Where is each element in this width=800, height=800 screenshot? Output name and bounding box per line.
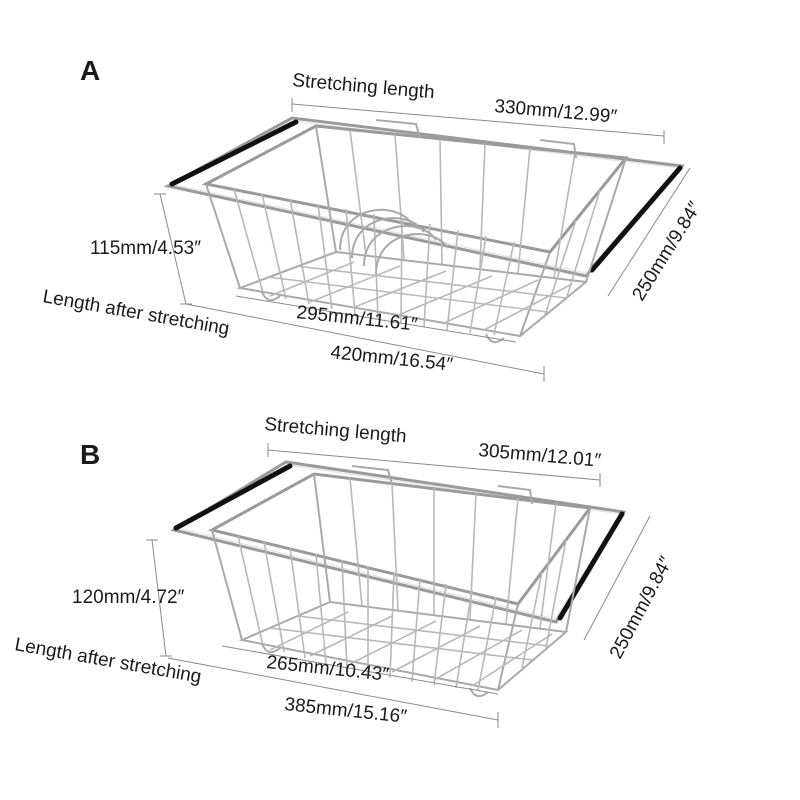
stretching-length-label: Stretching length (264, 414, 408, 447)
corner-post (313, 473, 331, 603)
basket-a-illustration (163, 116, 685, 344)
panel-letter: A (80, 55, 100, 86)
corner-post (211, 529, 243, 641)
bottom-grid (269, 611, 553, 687)
frame-hooks (351, 465, 533, 505)
panel-letter: B (80, 439, 100, 470)
height-dimension-line (151, 539, 167, 657)
corner-post (497, 603, 519, 691)
height-value: 120mm/4.72″ (72, 587, 185, 608)
front-wall-wires (233, 188, 515, 336)
panel-a: A Stretching length 330mm/12.99″ (41, 55, 706, 382)
extension-frame (170, 460, 627, 624)
basket-bottom (238, 600, 569, 692)
length-after-stretching-value: 420mm/16.54″ (329, 342, 454, 376)
corner-post (565, 507, 591, 633)
width-dimension-line (583, 515, 651, 641)
basket-feet (261, 643, 489, 698)
corner-post (205, 183, 241, 289)
right-handle-grip (589, 165, 683, 273)
back-wall-wires (349, 129, 576, 278)
length-after-stretching-label: Length after stretching (41, 286, 231, 340)
width-value: 250mm/9.84″ (606, 553, 677, 662)
width-dimension-line (607, 167, 691, 297)
corner-post (315, 125, 337, 253)
stretching-dimension-line (267, 449, 601, 481)
stretching-dimension-line (291, 103, 665, 137)
right-handle-grip (557, 511, 625, 621)
basket-b-illustration (170, 460, 627, 698)
stretching-length-value: 305mm/12.01″ (478, 440, 603, 472)
base-length-dimension-line (235, 295, 517, 343)
stretching-length-label: Stretching length (292, 70, 436, 103)
height-value: 115mm/4.53″ (90, 238, 201, 259)
bottom-grid (267, 261, 573, 331)
plate-rack-arches (339, 208, 449, 275)
panel-b: B Stretching length 305mm/12.01″ (13, 414, 677, 728)
base-length-dimension-line (221, 645, 499, 695)
length-after-dimension-line (167, 657, 499, 721)
back-wall-wires (349, 477, 557, 629)
left-handle-grip (169, 119, 299, 187)
height-dimension-line (159, 193, 187, 305)
length-after-dimension-line (185, 303, 545, 375)
frame-hooks (375, 119, 577, 159)
length-after-stretching-label: Length after stretching (13, 634, 203, 688)
left-handle-grip (173, 463, 293, 531)
side-wall-wires (543, 189, 601, 319)
corner-post (585, 157, 627, 283)
front-wall-wires (237, 535, 497, 691)
